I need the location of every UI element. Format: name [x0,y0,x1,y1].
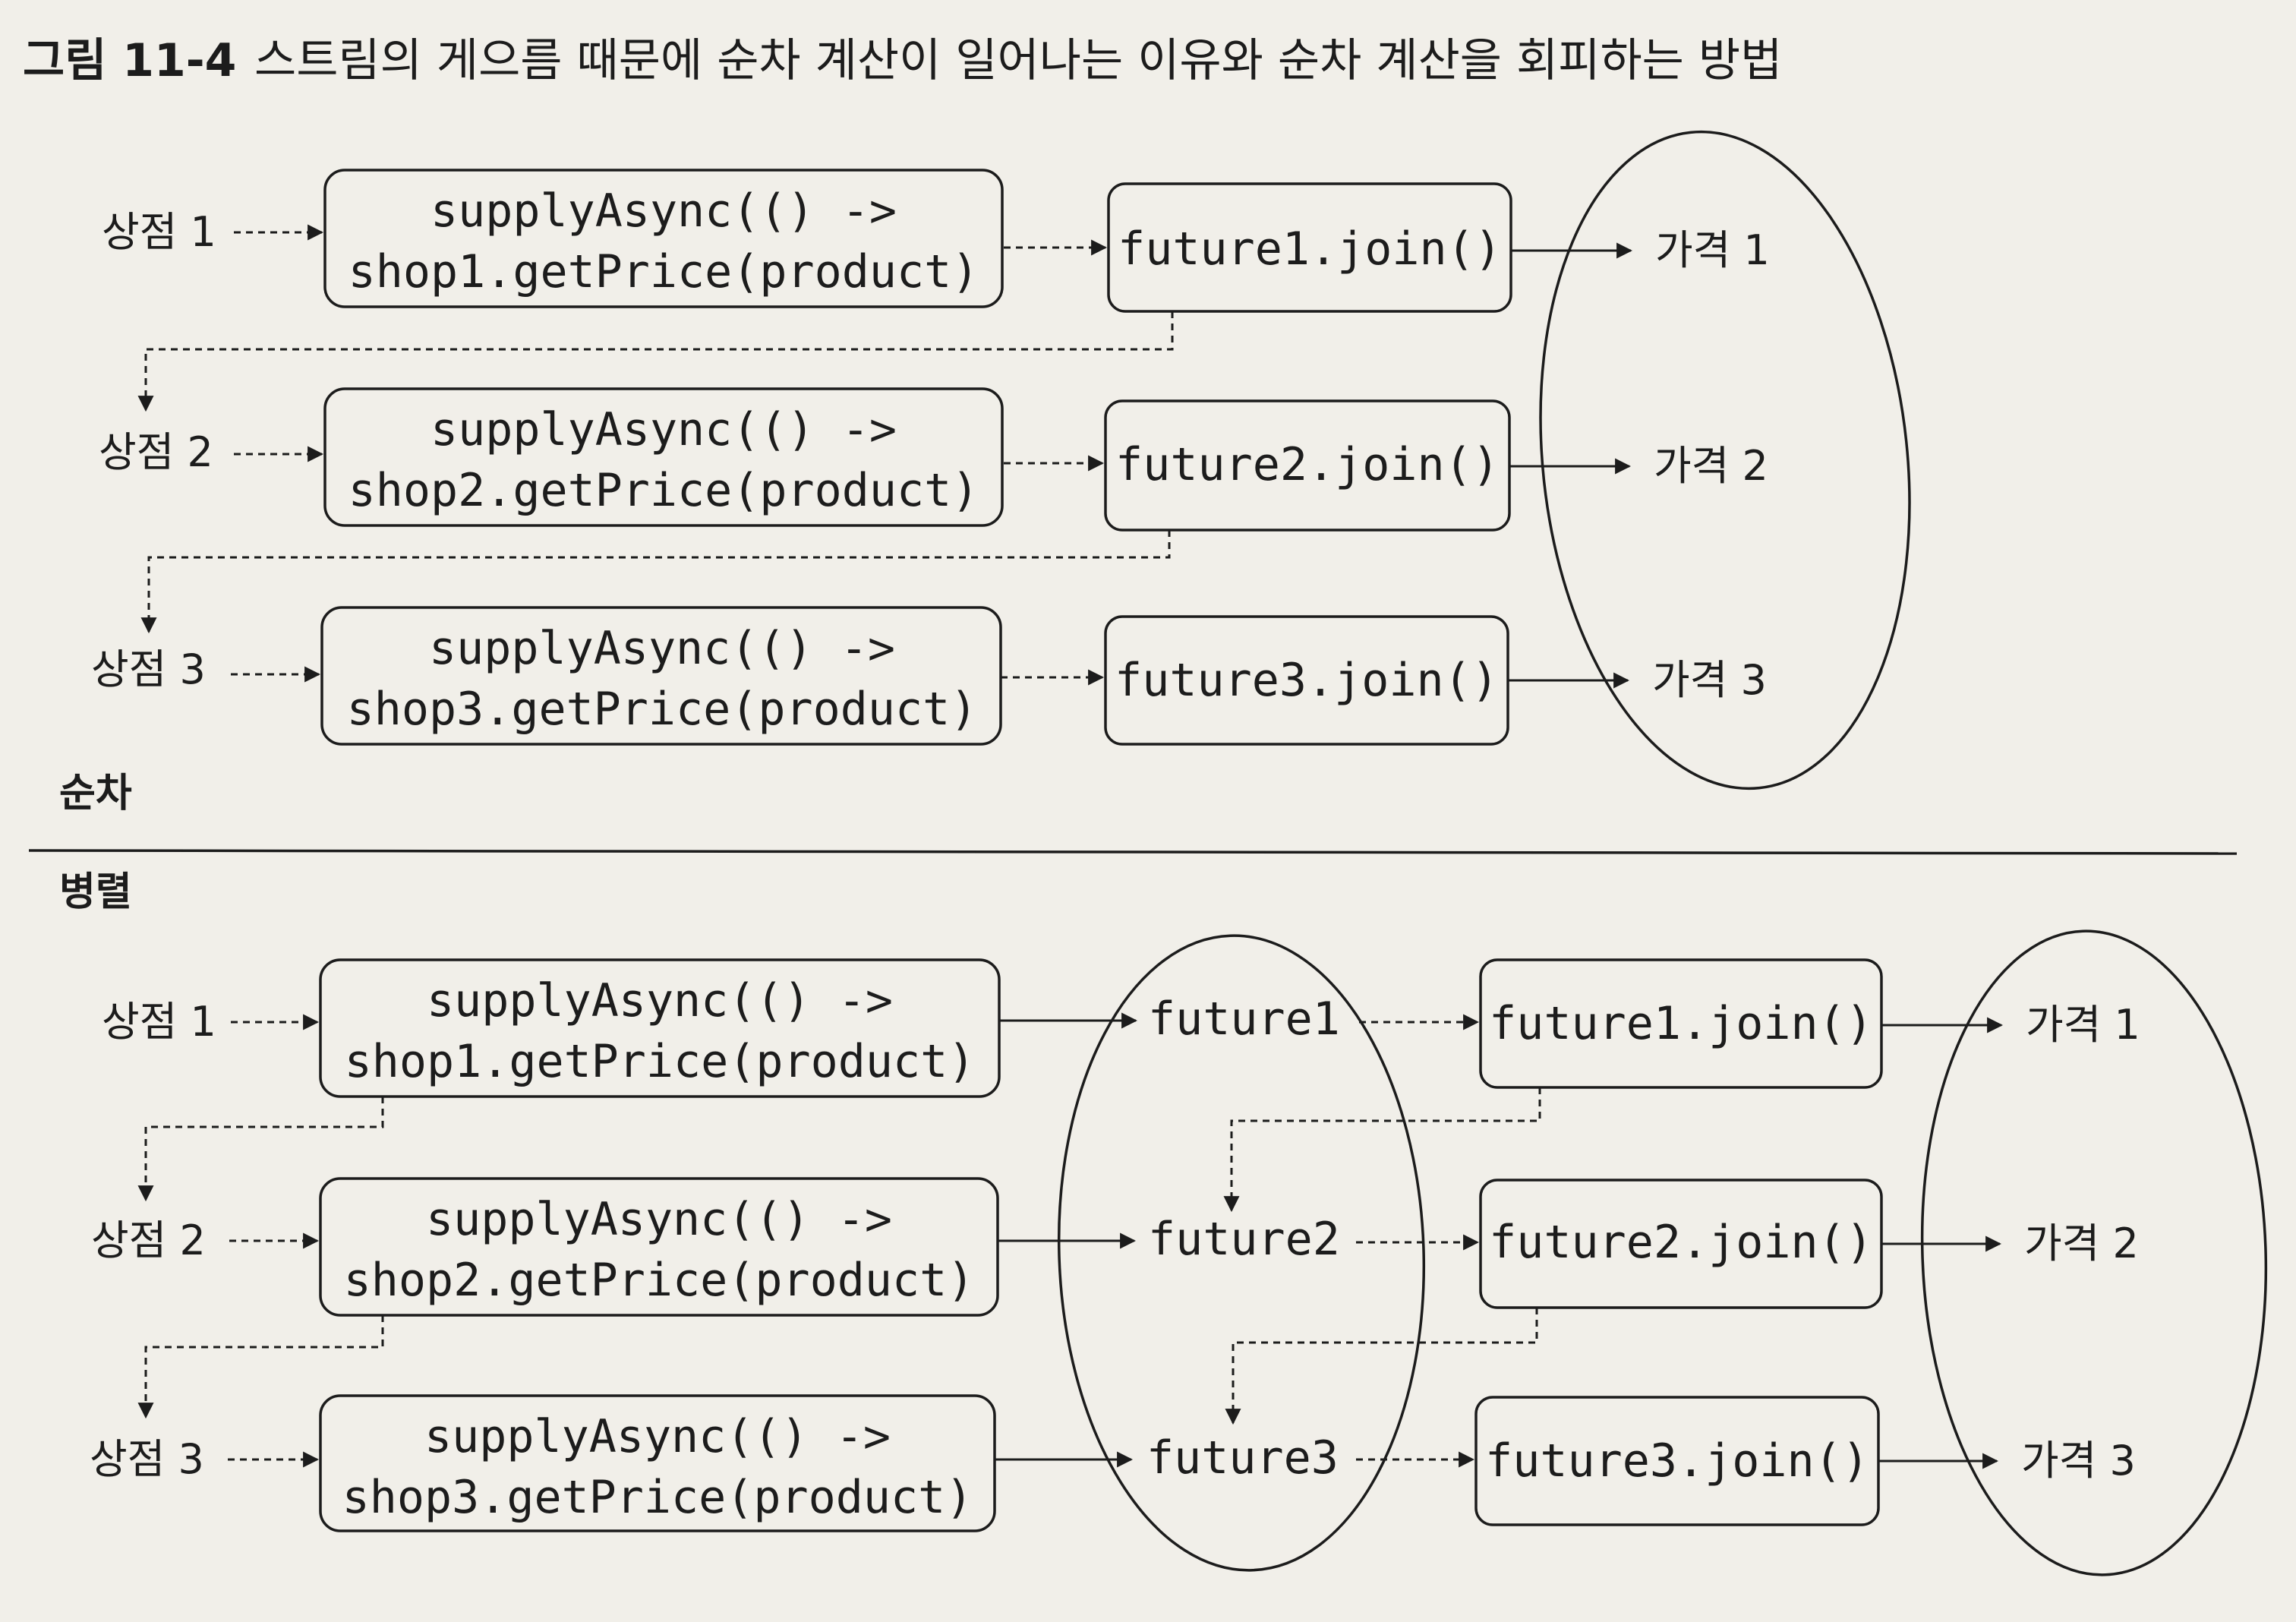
parallel-row: 상점 2 supplyAsync(() -> shop2.getPrice(pr… [91,1177,2139,1317]
get-price-call: shop2.getPrice(product) [344,1254,975,1307]
parallel-prices-ellipse [1920,929,2268,1576]
join-box [1479,958,1883,1089]
future-label: future1 [1148,992,1340,1046]
shop-label: 상점 1 [102,208,216,256]
supply-async-box [319,1394,996,1532]
supply-async-call: supplyAsync(() -> [424,1410,891,1463]
price-label: 가격 2 [2024,1220,2139,1267]
get-price-call: shop1.getPrice(product) [348,245,979,298]
supply-async-box [323,169,1004,308]
supply-async-call: supplyAsync(() -> [429,622,895,675]
parallel-row: 상점 3 supplyAsync(() -> shop3.getPrice(pr… [90,1394,2136,1532]
join-call: future3.join() [1115,654,1499,707]
supply-async-box [319,1177,999,1317]
supply-async-call: supplyAsync(() -> [430,403,897,456]
get-price-call: shop1.getPrice(product) [345,1035,976,1088]
section-label-parallel: 병렬 [59,869,132,915]
join-call: future2.join() [1489,1216,1873,1269]
supply-async-box [319,958,1001,1098]
sequential-prices-ellipse [1539,130,1911,790]
figure-number: 그림 11-4 [23,34,236,87]
parallel-join-wait-arrow [1223,1087,1541,1213]
price-label: 가격 1 [1655,226,1770,274]
price-label: 가격 3 [1652,656,1767,704]
join-call: future1.join() [1118,222,1502,276]
shop-label: 상점 3 [90,1435,204,1483]
supply-async-box [323,387,1004,527]
future-label: future2 [1148,1213,1340,1266]
sequential-wait-arrow [140,530,1171,634]
get-price-call: shop3.getPrice(product) [342,1471,973,1524]
section-divider [28,849,2238,855]
join-call: future1.join() [1489,997,1873,1050]
section-label-sequential: 순차 [59,771,132,816]
parallel-start-arrow [137,1097,384,1202]
parallel-section: 병렬 상점 1 supplyAsync(() -> shop1.getPrice… [59,869,2268,1576]
sequential-row: 상점 2 supplyAsync(() -> shop2.getPrice(pr… [99,387,1768,532]
shop-label: 상점 3 [91,645,206,693]
figure-caption: 그림 11-4 스트림의 게으름 때문에 순차 계산이 일어나는 이유와 순차 … [23,34,1782,87]
supply-async-box [320,606,1002,746]
figure-caption-text: 스트림의 게으름 때문에 순차 계산이 일어나는 이유와 순차 계산을 회피하는… [254,34,1782,87]
sequential-row: 상점 3 supplyAsync(() -> shop3.getPrice(pr… [91,606,1767,746]
supply-async-call: supplyAsync(() -> [427,974,893,1027]
future-label: future3 [1146,1431,1339,1485]
price-label: 가격 2 [1654,442,1768,490]
shop-label: 상점 2 [91,1216,206,1264]
parallel-start-arrow [137,1315,384,1419]
parallel-join-wait-arrow [1225,1308,1538,1425]
join-box [1107,182,1512,313]
get-price-call: shop2.getPrice(product) [348,464,979,517]
parallel-row: 상점 1 supplyAsync(() -> shop1.getPrice(pr… [102,958,2140,1098]
sequential-wait-arrow [137,311,1174,412]
supply-async-call: supplyAsync(() -> [426,1193,892,1246]
get-price-call: shop3.getPrice(product) [347,683,978,736]
join-call: future2.join() [1115,438,1500,491]
supply-async-call: supplyAsync(() -> [430,185,897,238]
shop-label: 상점 2 [99,428,213,476]
sequential-row: 상점 1 supplyAsync(() -> shop1.getPrice(pr… [102,169,1770,313]
join-call: future3.join() [1485,1434,1869,1488]
parallel-futures-ellipse [1057,934,1426,1572]
shop-label: 상점 1 [102,998,216,1046]
price-label: 가격 3 [2021,1437,2136,1485]
sequential-section: 상점 1 supplyAsync(() -> shop1.getPrice(pr… [59,130,1911,816]
price-label: 가격 1 [2026,1001,2140,1049]
